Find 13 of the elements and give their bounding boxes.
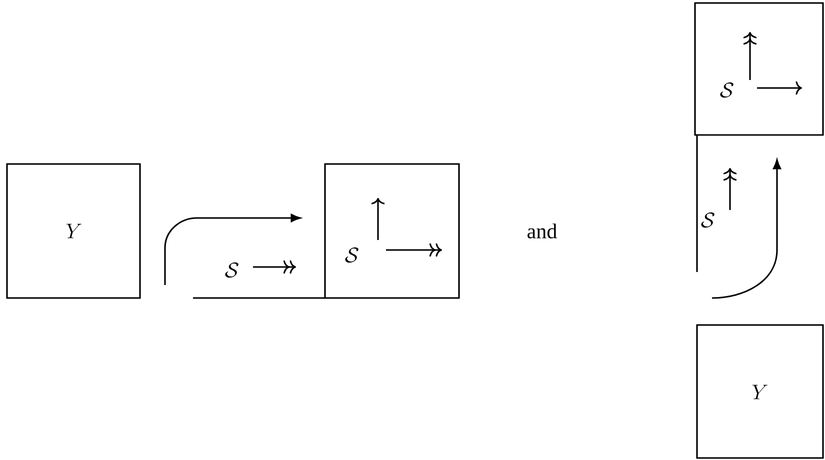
math-symbol: $\mathcal{S}$	[225, 262, 238, 278]
math-symbol: $\mathcal{S}$	[720, 82, 734, 98]
square-box	[6, 163, 141, 299]
math-symbol: $Y$	[66, 224, 82, 238]
math-symbol: $\mathcal{S}$	[701, 212, 714, 228]
math-symbol: $Y$	[752, 384, 768, 400]
curved-arrow	[712, 159, 782, 299]
square-box	[324, 163, 460, 299]
square-box	[696, 324, 824, 459]
curved-arrow	[164, 214, 301, 285]
math-symbol: $\mathcal{S}$	[345, 247, 358, 263]
connecting-word: and	[528, 224, 557, 238]
square-box	[694, 2, 824, 136]
